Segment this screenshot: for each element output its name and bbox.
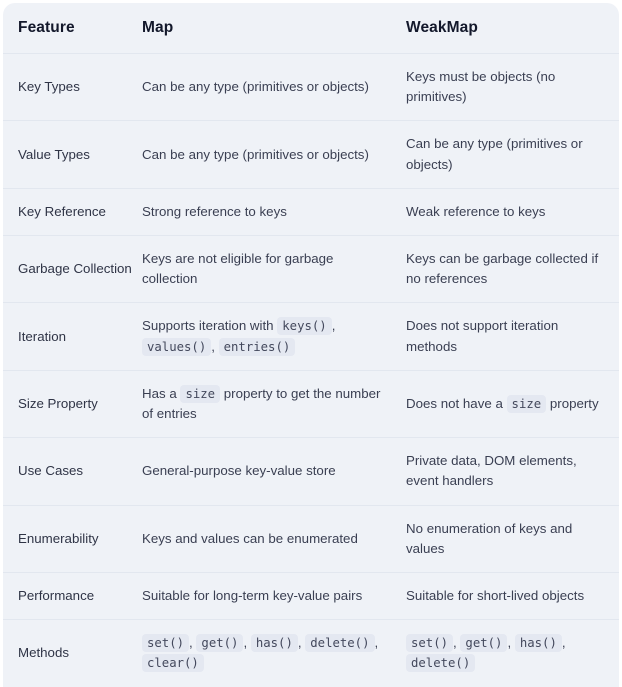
cell-text: Suitable for short-lived objects <box>406 588 585 604</box>
cell-feature: Value Types <box>18 146 90 162</box>
cell-map: Suitable for long-term key-value pairs <box>139 573 401 620</box>
cell-weakmap: Keys can be garbage collected if no refe… <box>401 236 619 303</box>
cell-feature: Key Types <box>18 79 80 95</box>
table-row: Key Types Can be any type (primitives or … <box>3 53 619 121</box>
cell-text: , <box>561 635 566 651</box>
cell-map: Supports iteration with keys(), values()… <box>139 303 401 370</box>
inline-code: get() <box>196 634 244 653</box>
cell-text: property <box>546 395 599 411</box>
cell-text: Has a <box>142 385 181 401</box>
table-header: Feature Map WeakMap <box>3 3 619 54</box>
column-header-weakmap: WeakMap <box>406 19 478 36</box>
cell-text: No enumeration of keys and values <box>406 520 573 556</box>
cell-text: , <box>211 338 219 354</box>
table-row: Key Reference Strong reference to keys Wea… <box>3 188 619 235</box>
table-header-row: Feature Map WeakMap <box>3 3 619 54</box>
table-row: Methods set(), get(), has(), delete(), cl… <box>3 619 619 687</box>
inline-code: size <box>180 384 221 403</box>
cell-weakmap: Can be any type (primitives or objects) <box>401 121 619 188</box>
cell-weakmap: set(), get(), has(), delete() <box>401 620 619 687</box>
cell-text: Suitable for long-term key-value pairs <box>142 588 363 604</box>
inline-code: entries() <box>218 337 296 356</box>
inline-code: keys() <box>277 317 332 336</box>
inline-code: delete() <box>305 634 375 653</box>
cell-feature: Key Reference <box>18 203 106 219</box>
inline-code: delete() <box>406 654 476 673</box>
inline-code: get() <box>460 634 508 653</box>
inline-code: has() <box>514 634 562 653</box>
cell-text: General-purpose key-value store <box>142 463 336 479</box>
cell-text: property to get the number of entries <box>142 385 381 422</box>
cell-text: , <box>243 635 251 651</box>
cell-text: Does not have a <box>406 395 507 411</box>
table-row: Performance Suitable for long-term key-va… <box>3 572 619 620</box>
cell-feature: Use Cases <box>18 463 84 479</box>
cell-text: Strong reference to keys <box>142 203 287 219</box>
cell-text: Can be any type (primitives or objects) <box>406 136 583 172</box>
cell-map: Keys and values can be enumerated <box>139 505 401 572</box>
cell-feature: Garbage Collection <box>18 261 132 277</box>
cell-text: , <box>331 318 336 334</box>
table-row: Garbage Collection Keys are not eligible … <box>3 235 619 303</box>
cell-weakmap: Does not have a size property <box>401 370 619 437</box>
cell-map: Can be any type (primitives or objects) <box>139 121 401 188</box>
table-row: Value Types Can be any type (primitives o… <box>3 120 619 188</box>
cell-feature: Performance <box>18 588 95 604</box>
cell-weakmap: Suitable for short-lived objects <box>401 573 619 620</box>
cell-map: Keys are not eligible for garbage collec… <box>139 236 401 303</box>
cell-feature: Enumerability <box>18 530 99 546</box>
cell-text: Private data, DOM elements, event handle… <box>406 453 577 489</box>
cell-text: , <box>507 635 515 651</box>
cell-map: Has a size property to get the number of… <box>139 370 401 437</box>
cell-map: Can be any type (primitives or objects) <box>139 54 401 121</box>
cell-text: Does not support iteration methods <box>406 318 559 354</box>
cell-map: General-purpose key-value store <box>139 438 401 505</box>
column-header-map: Map <box>142 19 174 36</box>
cell-map: Strong reference to keys <box>139 188 401 235</box>
table-row: Iteration Supports iteration with keys(),… <box>3 302 619 370</box>
cell-feature: Size Property <box>18 395 98 411</box>
cell-weakmap: Keys must be objects (no primitives) <box>401 54 619 121</box>
inline-code: set() <box>142 634 190 653</box>
cell-weakmap: No enumeration of keys and values <box>401 505 619 572</box>
cell-text: Can be any type (primitives or objects) <box>142 79 369 95</box>
cell-text: Supports iteration with <box>142 318 278 334</box>
column-header-feature: Feature <box>18 19 75 36</box>
cell-text: Keys and values can be enumerated <box>142 530 358 546</box>
inline-code: set() <box>406 634 454 653</box>
cell-text: Keys are not eligible for garbage collec… <box>142 251 334 287</box>
cell-feature: Methods <box>18 645 69 661</box>
cell-text: , <box>374 635 379 651</box>
table-row: Use Cases General-purpose key-value store… <box>3 437 619 505</box>
cell-weakmap: Weak reference to keys <box>401 188 619 235</box>
cell-text: Keys must be objects (no primitives) <box>406 69 556 105</box>
cell-weakmap: Does not support iteration methods <box>401 303 619 370</box>
cell-weakmap: Private data, DOM elements, event handle… <box>401 438 619 505</box>
cell-text: Keys can be garbage collected if no refe… <box>406 251 599 287</box>
table-row: Enumerability Keys and values can be enum… <box>3 505 619 572</box>
inline-code: has() <box>250 634 298 653</box>
cell-text: Can be any type (primitives or objects) <box>142 146 369 162</box>
cell-map: set(), get(), has(), delete(), clear() <box>139 620 401 687</box>
inline-code: clear() <box>142 654 204 673</box>
table-row: Size Property Has a size property to get … <box>3 370 619 437</box>
inline-code: values() <box>142 337 212 356</box>
cell-text: Weak reference to keys <box>406 203 546 219</box>
inline-code: size <box>506 394 547 413</box>
cell-feature: Iteration <box>18 328 67 344</box>
